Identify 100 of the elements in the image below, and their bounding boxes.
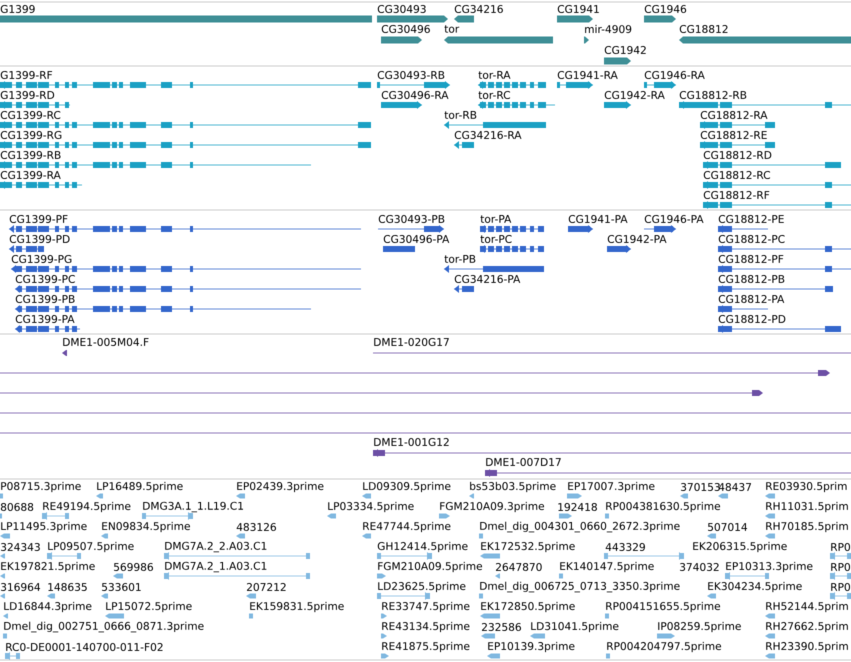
feature-label: 569986: [114, 563, 153, 572]
feature-label: 2647870: [496, 563, 542, 572]
feature-label: CG1399-PC: [16, 275, 75, 284]
feature-label: EP17007.3prime: [568, 482, 654, 492]
feature-label: CG30493-PB: [378, 215, 444, 224]
feature-label: CG18812-RF: [704, 191, 770, 200]
feature-label: 443329: [606, 543, 645, 552]
feature-label: RE43134.5prime: [382, 622, 470, 632]
feature-label: RP0: [831, 543, 850, 552]
feature-label: EN09834.5prime: [102, 522, 190, 532]
feature-label: EP10139.3prime: [488, 642, 574, 652]
feature-label: RP0: [831, 563, 850, 572]
feature-label: RE41875.5prime: [382, 642, 470, 652]
feature-label: LP09507.5prime: [48, 542, 134, 552]
feature-label: EK304234.5prime: [708, 582, 802, 592]
feature-label: CG1942: [604, 46, 646, 54]
feature-label: CG1399-PA: [16, 315, 74, 324]
feature-label: DMG7A.2_2.A03.C1: [165, 542, 266, 552]
feature-label: DME1-007D17: [486, 458, 561, 466]
feature-label: CG1399-RB: [0, 151, 60, 160]
feature-label: Dmel_dig_006725_0713_3350.3prime: [480, 582, 680, 592]
feature-label: 316964: [1, 583, 40, 592]
feature-label: DME1-005M04.F: [63, 338, 148, 346]
feature-label: tor-PC: [480, 235, 512, 244]
feature-label: CG1399-RC: [0, 111, 60, 120]
feature-label: CG1941: [558, 5, 599, 14]
feature-label: EK172532.5prime: [481, 542, 575, 552]
feature-label: tor-RA: [478, 71, 510, 79]
feature-label: LP16489.5prime: [97, 482, 183, 492]
feature-label: G1399-RD: [0, 91, 54, 100]
feature-label: CG1941-RA: [558, 71, 618, 80]
feature-label: DMG7A.2_1.A03.C1: [165, 562, 266, 572]
feature-label: 192418: [558, 503, 597, 512]
feature-label: CG1399-PG: [12, 255, 72, 264]
feature-label: DMG3A.1_1.L19.C1: [143, 502, 243, 512]
feature-label: CG18812-PE: [718, 215, 784, 224]
feature-label: FGM210A09.5prime: [378, 562, 482, 572]
feature-label: CG18812: [680, 25, 728, 34]
feature-label: CG34216-PA: [454, 275, 520, 284]
feature-label: RH11031.5prim: [766, 502, 848, 512]
feature-label: IP08259.5prime: [658, 622, 741, 632]
feature-label: 507014: [708, 523, 748, 532]
feature-label: RP004381630.5prime: [606, 502, 720, 512]
feature-label: CG18812-PC: [718, 235, 785, 244]
feature-label: EK140147.5prime: [560, 562, 654, 572]
feature-label: LP15072.5prime: [106, 602, 192, 612]
feature-label: EK197821.5prime: [1, 562, 95, 572]
feature-label: CG1399-PF: [10, 215, 68, 224]
feature-label: CG18812-PF: [718, 255, 784, 264]
feature-label: CG1399-RA: [0, 171, 61, 180]
feature-label: DME1-020G17: [374, 338, 449, 346]
feature-label: 324343: [1, 543, 40, 552]
feature-label: EK159831.5prime: [250, 602, 344, 612]
feature-label: 148635: [48, 583, 87, 592]
feature-label: RH70185.5prim: [766, 522, 848, 532]
feature-label: RC0-DE0001-140700-011-F02: [6, 643, 163, 652]
feature-label: RH52144.5prim: [766, 602, 848, 612]
feature-label: G1399-RF: [0, 71, 52, 80]
feature-label: Dmel_dig_002751_0666_0871.3prime: [4, 622, 204, 632]
feature-label: FGM210A09.3prime: [440, 502, 544, 512]
feature-label: mir-4909: [585, 24, 632, 34]
feature-label: 207212: [247, 583, 286, 592]
feature-label: CG30496-RA: [382, 91, 448, 100]
feature-label: LD31041.5prime: [531, 622, 618, 632]
feature-label: 232586: [482, 623, 521, 632]
feature-label: bs53b03.5prime: [470, 482, 556, 492]
feature-label: tor-PB: [444, 255, 476, 263]
feature-label: CG34216: [454, 5, 503, 14]
feature-label: CG18812-RB: [680, 91, 746, 100]
feature-label: tor: [444, 25, 460, 33]
feature-label: RP004151655.5prime: [606, 602, 720, 612]
feature-label: CG1399-PD: [10, 235, 70, 244]
feature-label: EP02439.3prime: [237, 482, 324, 492]
feature-label: EK206315.5prime: [693, 542, 787, 552]
feature-label: tor-RB: [444, 111, 476, 119]
feature-label: LD23625.5prime: [378, 582, 466, 592]
feature-label: RH23390.5prim: [766, 642, 848, 652]
feature-label: GH12414.5prime: [378, 542, 468, 552]
feature-label: CG1941-PA: [568, 215, 628, 224]
feature-label: CG18812-PD: [718, 315, 786, 324]
feature-label: CG1399-PB: [16, 295, 75, 304]
feature-label: CG1399-RG: [0, 131, 62, 140]
feature-label: 48437: [718, 483, 751, 492]
feature-label: CG30496-PA: [384, 235, 450, 244]
feature-label: EP10313.3prime: [726, 562, 812, 572]
feature-label: CG1946-RA: [644, 71, 705, 80]
feature-label: CG30493-RB: [378, 71, 444, 80]
feature-label: CG30496: [382, 25, 430, 34]
feature-label: RH27662.5prim: [766, 622, 848, 632]
feature-label: CG18812-PB: [718, 275, 784, 284]
feature-label: RE33747.5prime: [382, 602, 470, 612]
feature-label: DME1-001G12: [374, 438, 449, 446]
feature-label: LP03334.5prime: [328, 502, 414, 512]
feature-label: LD09309.5prime: [363, 482, 450, 492]
feature-label: LP11495.3prime: [1, 522, 87, 532]
feature-label: 370153: [681, 483, 720, 492]
feature-label: CG18812-RA: [700, 111, 768, 120]
feature-label: 533601: [102, 583, 141, 592]
feature-label: 483126: [236, 523, 276, 532]
feature-label: EK172850.5prime: [481, 602, 575, 612]
